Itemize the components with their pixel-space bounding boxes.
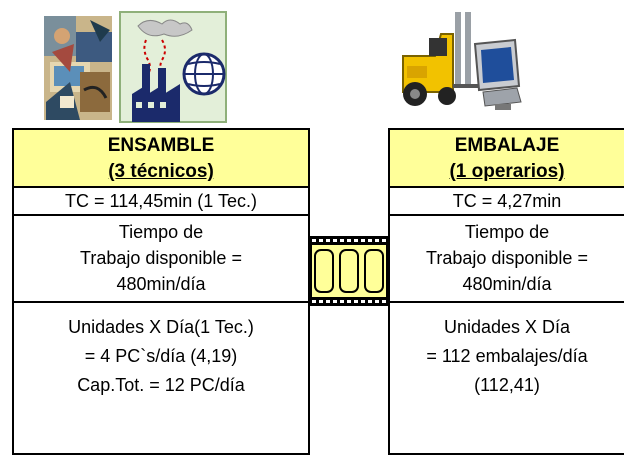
station-subtitle: (3 técnicos) (108, 161, 214, 182)
station-title: ENSAMBLE (107, 135, 215, 156)
cycle-time: TC = 114,45min (1 Tec.) (14, 188, 308, 216)
available-time-line: 480min/día (462, 274, 552, 294)
station-title: EMBALAJE (454, 135, 560, 156)
technician-collage-icon (40, 12, 115, 129)
station-ensamble: ENSAMBLE (3 técnicos) TC = 114,45min (1 … (12, 128, 310, 455)
film-conveyor-icon (309, 236, 389, 311)
units-line: = 112 embalajes/día (426, 346, 588, 366)
cycle-time: TC = 4,27min (390, 188, 624, 216)
factory-globe-icon (118, 10, 233, 131)
station-header: EMBALAJE (1 operarios) (390, 130, 624, 188)
units-line: Unidades X Día(1 Tec.) (68, 317, 254, 337)
available-time: Tiempo de Trabajo disponible = 480min/dí… (390, 216, 624, 303)
units-line: (112,41) (474, 375, 540, 395)
forklift-computer-icon (395, 6, 525, 121)
available-time-line: 480min/día (116, 274, 206, 294)
available-time-line: Tiempo de (464, 222, 550, 242)
station-embalaje: EMBALAJE (1 operarios) TC = 4,27min Tiem… (388, 128, 624, 455)
station-subtitle: (1 operarios) (449, 161, 565, 182)
available-time: Tiempo de Trabajo disponible = 480min/dí… (14, 216, 308, 303)
units-line: Cap.Tot. = 12 PC/día (77, 375, 245, 395)
units-per-day: Unidades X Día = 112 embalajes/día (112,… (390, 303, 624, 414)
units-line: Unidades X Día (443, 317, 571, 337)
units-line: = 4 PC`s/día (4,19) (84, 346, 238, 366)
station-header: ENSAMBLE (3 técnicos) (14, 130, 308, 188)
available-time-line: Tiempo de (118, 222, 204, 242)
units-per-day: Unidades X Día(1 Tec.) = 4 PC`s/día (4,1… (14, 303, 308, 414)
available-time-line: Trabajo disponible = (80, 248, 242, 268)
available-time-line: Trabajo disponible = (426, 248, 588, 268)
